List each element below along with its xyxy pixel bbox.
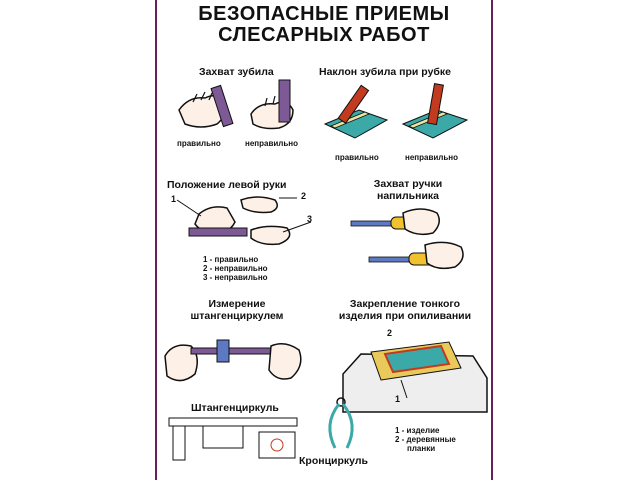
- caliper-measure-heading-line2: штангенциркулем: [190, 310, 284, 322]
- chisel-grip-heading: Захват зубила: [199, 66, 274, 78]
- thin-part-legend-item-1: 1 - изделие: [395, 426, 440, 435]
- chisel-incorrect-icon: [278, 79, 291, 123]
- chisel-correct-icon: [210, 84, 234, 128]
- caliper-label: Штангенциркуль: [191, 402, 279, 414]
- safety-poster: БЕЗОПАСНЫЕ ПРИЕМЫ СЛЕСАРНЫХ РАБОТ Захват…: [155, 0, 493, 480]
- outside-caliper-icon: [328, 397, 354, 449]
- caliper-measure-illustration: [164, 339, 302, 382]
- vise-correct-icon: [323, 109, 389, 139]
- chisel-tilt-incorrect-icon: [427, 83, 444, 126]
- hand-measure-right-icon: [268, 343, 302, 380]
- hand-measure-left-icon: [164, 344, 198, 382]
- outside-caliper-label: Кронциркуль: [299, 455, 368, 467]
- file-workpiece-icon: [188, 227, 248, 237]
- file-handle-heading-line2: напильника: [377, 190, 439, 202]
- caliper-scale-icon: [168, 417, 298, 427]
- chisel-tilt-heading: Наклон зубила при рубке: [319, 66, 451, 78]
- left-hand-heading: Положение левой руки: [167, 179, 287, 191]
- poster-title-line1: БЕЗОПАСНЫЕ ПРИЕМЫ: [198, 3, 450, 25]
- file-handle-illustration: [350, 208, 464, 270]
- caliper-vernier-icon: [202, 425, 244, 449]
- left-hand-marker-3: 3: [307, 214, 313, 224]
- hand-file-top-icon: [402, 208, 440, 236]
- left-hand-illustration: [176, 196, 312, 246]
- file-handle-heading-line1: Захват ручки: [373, 178, 443, 190]
- thin-part-legend: 1 - изделие 2 - деревянные планки: [395, 426, 456, 453]
- chisel-tilt-correct-icon: [337, 84, 370, 124]
- thin-part-legend-item-3: планки: [407, 444, 436, 453]
- caliper-diagram: [168, 417, 298, 461]
- left-hand-legend-item-3: 3 - неправильно: [203, 273, 268, 282]
- hand-bottom-icon: [250, 225, 291, 246]
- left-hand-marker-2: 2: [301, 191, 307, 201]
- caliper-measure-heading-line1: Измерение: [208, 298, 266, 310]
- chisel-tilt-incorrect-label: неправильно: [405, 153, 459, 162]
- chisel-tilt-correct-label: правильно: [335, 153, 379, 162]
- thin-part-marker-2: 2: [387, 328, 393, 338]
- left-hand-legend-item-1: 1 - правильно: [203, 255, 259, 264]
- thin-part-workpiece-icon: [383, 344, 451, 374]
- hand-top-icon: [240, 196, 278, 214]
- file-blade-top-icon: [350, 220, 392, 227]
- thin-part-heading-line2: изделия при опиливании: [338, 310, 472, 322]
- hand-file-bottom-icon: [424, 241, 464, 270]
- chisel-grip-correct-label: правильно: [177, 139, 221, 148]
- thin-part-legend-item-2: 2 - деревянные: [395, 435, 456, 444]
- file-blade-bottom-icon: [368, 256, 410, 263]
- thin-part-marker-1: 1: [395, 394, 401, 404]
- chisel-tilt-illustration: [323, 83, 469, 139]
- caliper-fixed-jaw-icon: [172, 425, 186, 461]
- caliper-detail-icon: [258, 431, 296, 459]
- chisel-grip-incorrect-label: неправильно: [245, 139, 299, 148]
- left-hand-legend-item-2: 2 - неправильно: [203, 264, 268, 273]
- caliper-jaw-icon: [216, 339, 230, 363]
- left-hand-legend: 1 - правильно 2 - неправильно 3 - неправ…: [203, 255, 268, 282]
- thin-part-heading-line1: Закрепление тонкого: [349, 298, 461, 310]
- thin-part-illustration: [342, 341, 488, 413]
- left-hand-marker-1: 1: [171, 194, 177, 204]
- poster-title-line2: СЛЕСАРНЫХ РАБОТ: [218, 24, 430, 46]
- caliper-bar-icon: [190, 347, 282, 355]
- chisel-grip-illustration: [178, 79, 294, 130]
